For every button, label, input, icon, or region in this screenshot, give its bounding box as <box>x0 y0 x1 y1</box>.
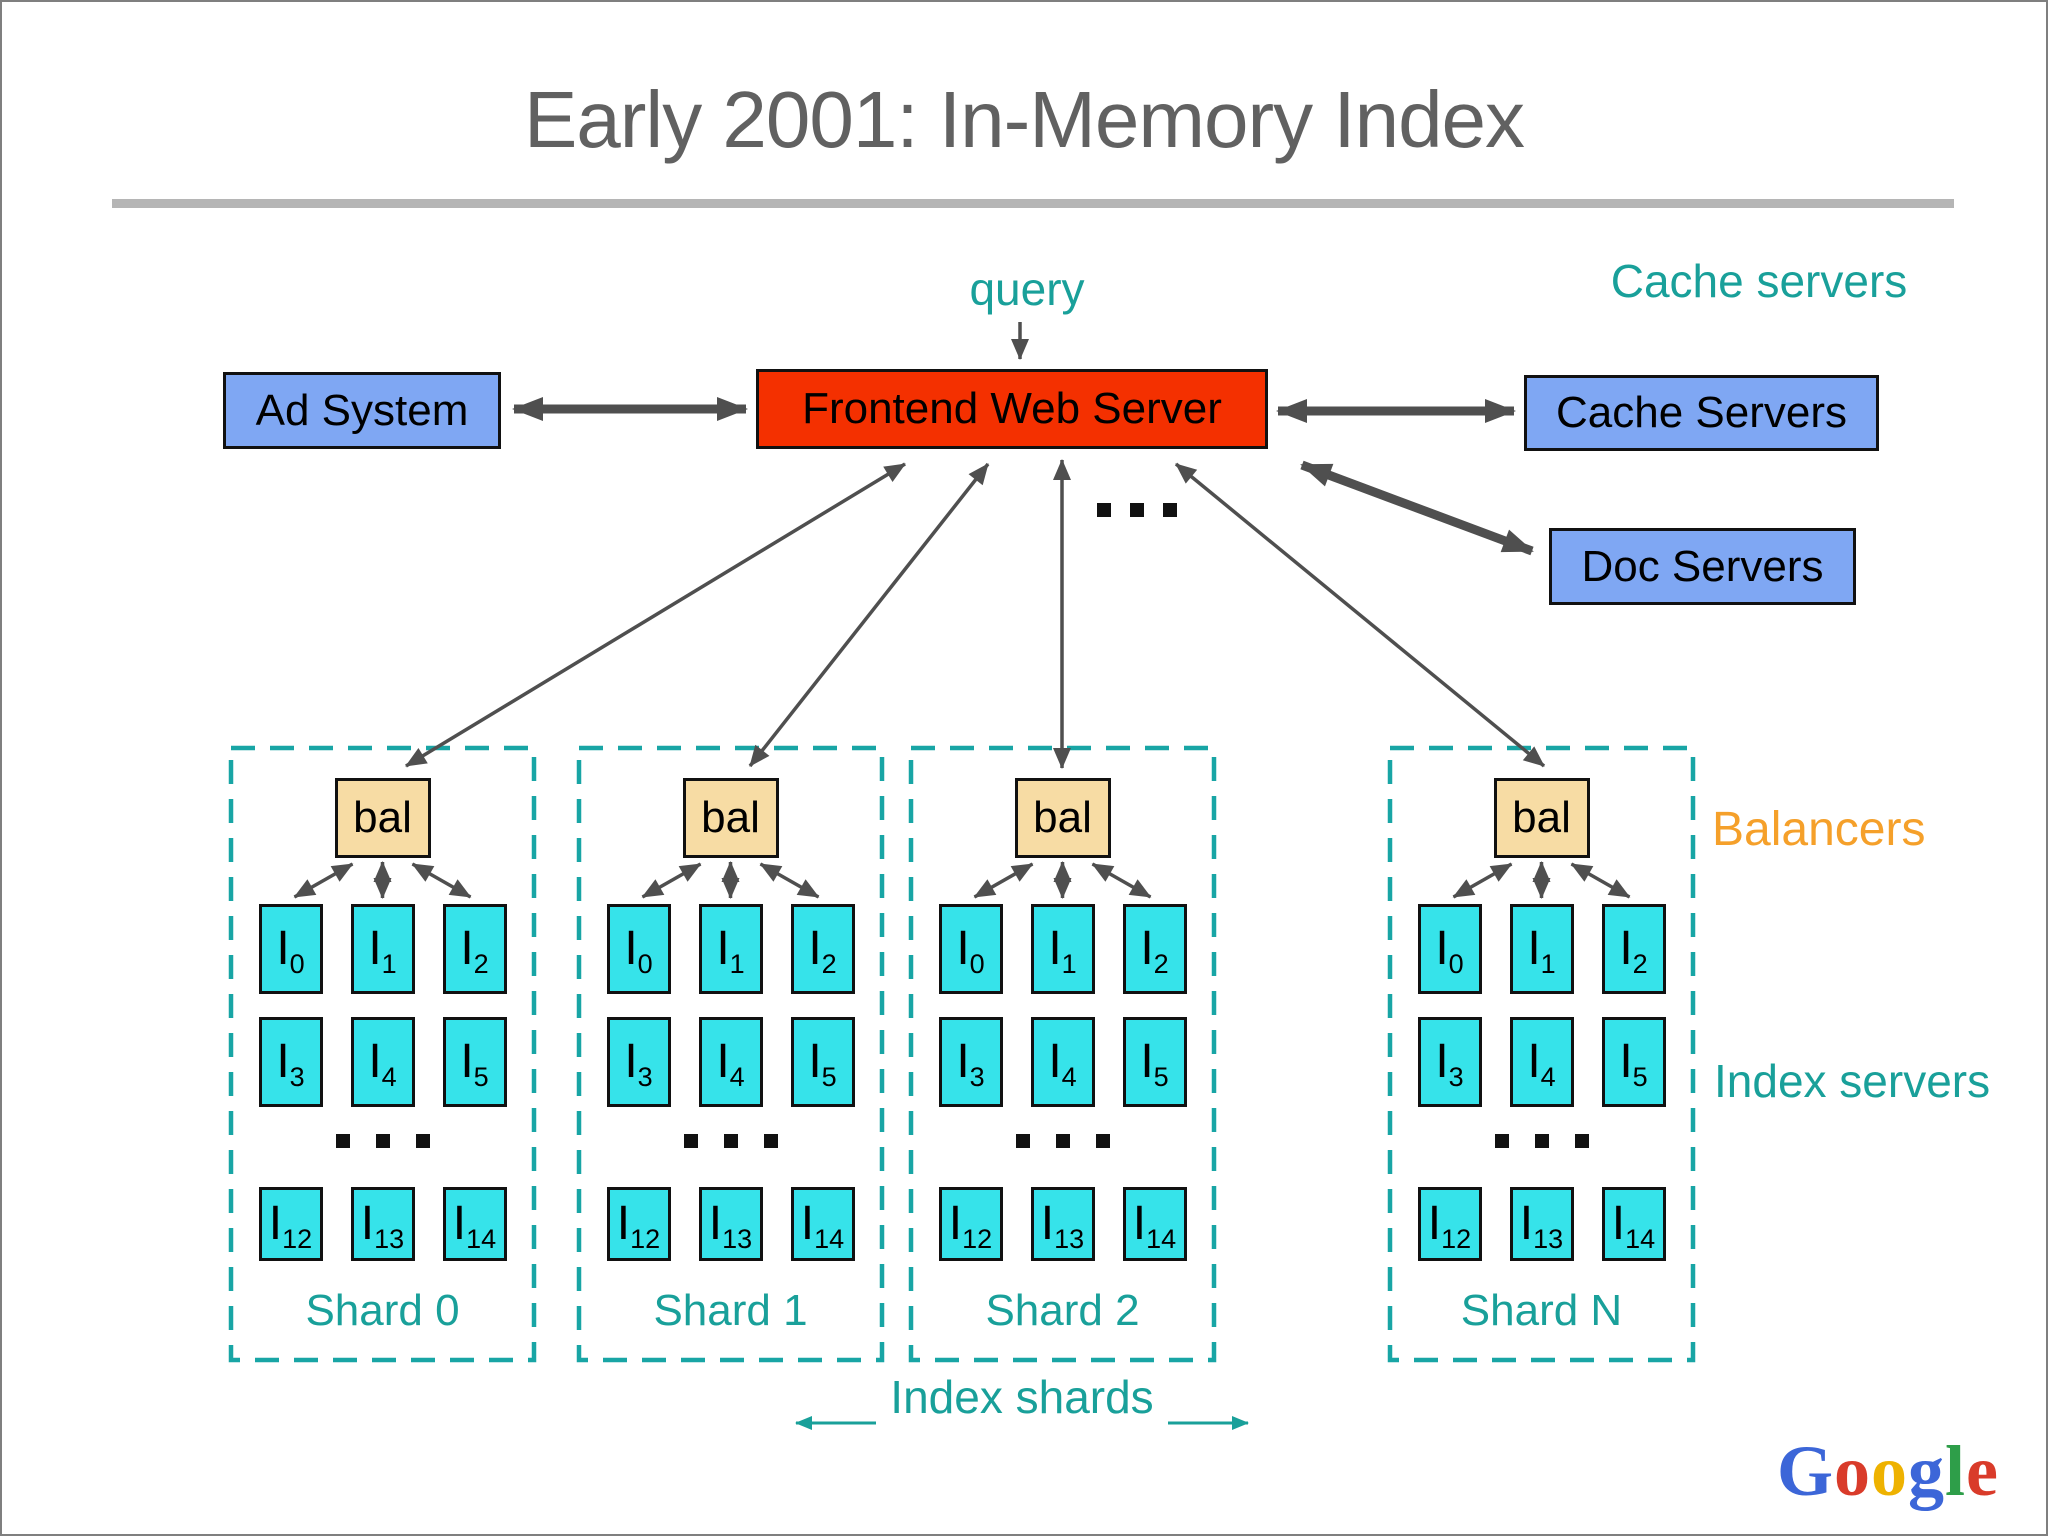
ellipsis-dot <box>1163 503 1177 517</box>
shard-label: Shard N <box>1460 1286 1623 1335</box>
balancer-box: bal <box>1014 778 1111 858</box>
shard-label: Shard 2 <box>985 1286 1140 1335</box>
arrow-frontend-docservers <box>1300 460 1534 556</box>
shard-ellipsis-dots <box>911 1134 1214 1148</box>
index-shards-caption: Index shards <box>890 1371 1154 1423</box>
google-logo-letter: o <box>1871 1431 1909 1511</box>
query-label: query <box>969 263 1085 315</box>
cache-servers-box: Cache Servers <box>1524 375 1879 451</box>
arrow-frontend-shardn <box>1174 462 1546 768</box>
balancers-caption: Balancers <box>1712 803 1926 856</box>
balancer-box: bal <box>682 778 779 858</box>
ellipsis-dot <box>1130 503 1144 517</box>
google-logo-letter: l <box>1945 1431 1967 1511</box>
google-logo: Google <box>1777 1430 1999 1513</box>
ellipsis-dot <box>1494 1134 1509 1148</box>
ellipsis-dot <box>683 1134 698 1148</box>
ellipsis-dot <box>1095 1134 1110 1148</box>
slide-title: Early 2001: In-Memory Index <box>523 75 1525 164</box>
ellipsis-dot <box>723 1134 738 1148</box>
google-logo-letter: g <box>1908 1431 1946 1511</box>
ellipsis-dot <box>1097 503 1111 517</box>
ellipsis-dot <box>1015 1134 1030 1148</box>
shard-ellipsis-dots <box>1390 1134 1693 1148</box>
arrow-frontend-shard0 <box>405 462 906 768</box>
google-logo-letter: G <box>1777 1431 1835 1511</box>
shard-ellipsis-dots <box>579 1134 882 1148</box>
ellipsis-dot <box>1055 1134 1070 1148</box>
ellipsis-dot <box>335 1134 350 1148</box>
google-logo-letter: e <box>1966 1431 1999 1511</box>
ellipsis-dot <box>763 1134 778 1148</box>
ellipsis-dot <box>1534 1134 1549 1148</box>
doc-servers-box: Doc Servers <box>1549 528 1856 605</box>
shard-label: Shard 0 <box>305 1286 460 1335</box>
cache-servers-caption: Cache servers <box>1610 255 1908 307</box>
google-logo-letter: o <box>1834 1431 1872 1511</box>
shard-label: Shard 1 <box>653 1286 808 1335</box>
balancer-box: bal <box>1493 778 1590 858</box>
frontend-web-server-box: Frontend Web Server <box>756 369 1268 449</box>
index-servers-caption: Index servers <box>1714 1055 1991 1107</box>
title-divider <box>112 199 1954 208</box>
ad-system-box: Ad System <box>223 372 501 449</box>
ellipsis-dot <box>415 1134 430 1148</box>
balancer-box: bal <box>334 778 431 858</box>
frontend-ellipsis-dots <box>1097 503 1177 517</box>
arrow-frontend-shard1 <box>748 462 990 768</box>
ellipsis-dot <box>375 1134 390 1148</box>
shard-ellipsis-dots <box>231 1134 534 1148</box>
ellipsis-dot <box>1574 1134 1589 1148</box>
